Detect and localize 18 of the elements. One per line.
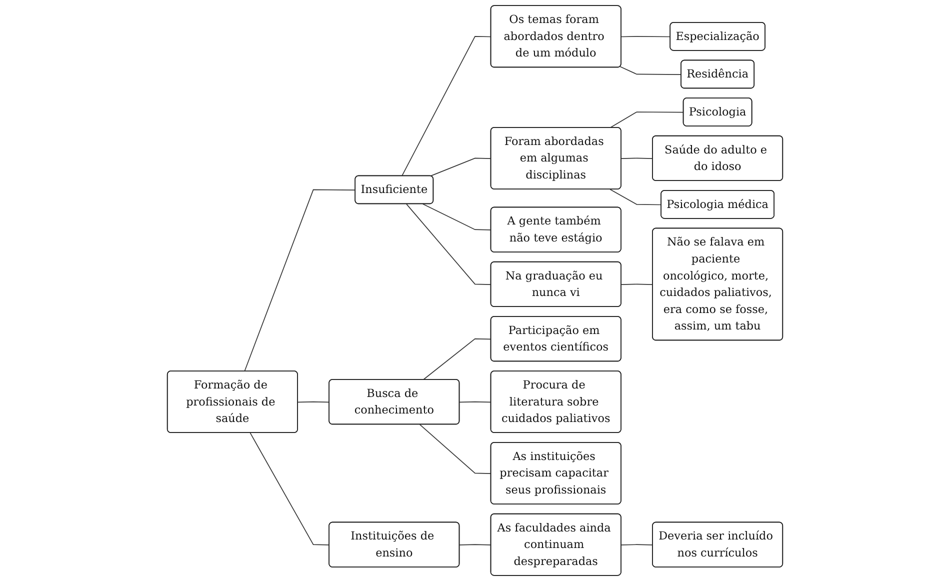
connector [620, 36, 671, 38]
connector [406, 204, 492, 285]
connector [459, 544, 492, 546]
connector [401, 36, 492, 176]
connector [620, 284, 654, 285]
connector [422, 338, 492, 380]
connector [244, 189, 356, 372]
connector [610, 112, 684, 128]
connector [610, 188, 662, 206]
connector [620, 544, 654, 546]
connector [250, 432, 330, 546]
connector [620, 66, 682, 75]
connector [620, 158, 654, 159]
connector [297, 401, 330, 403]
connector [422, 204, 492, 230]
connector [419, 424, 492, 474]
connector [459, 401, 492, 403]
connector [430, 158, 492, 176]
